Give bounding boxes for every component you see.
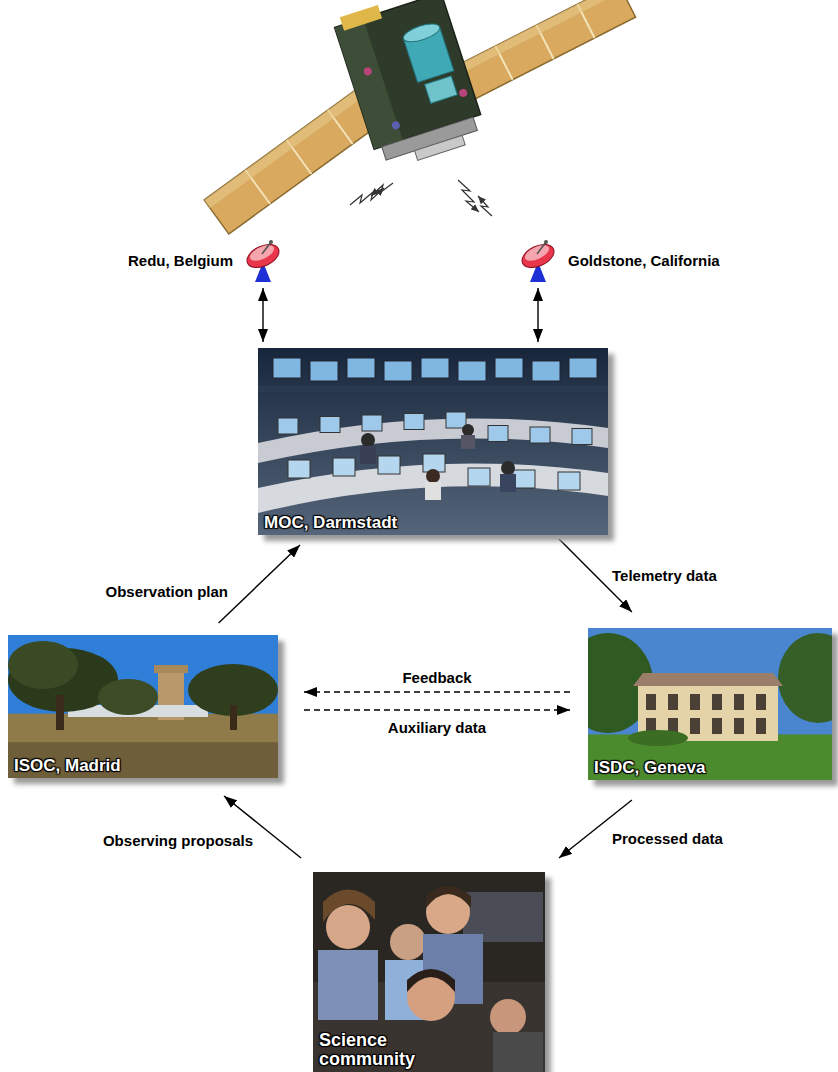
flow-arrow bbox=[219, 545, 300, 623]
antenna-icon bbox=[518, 238, 558, 282]
flow-label: Feedback bbox=[402, 669, 471, 686]
radio-link bbox=[350, 180, 492, 216]
site-photo: MOC, Darmstadt bbox=[258, 348, 608, 535]
photo bbox=[588, 628, 832, 780]
flow-arrow bbox=[224, 796, 301, 858]
flow-arrow bbox=[537, 288, 538, 342]
antenna-icon bbox=[243, 238, 283, 282]
flow-label: Auxiliary data bbox=[388, 719, 486, 736]
site-label: MOC, Darmstadt bbox=[264, 514, 602, 532]
flow-label: Processed data bbox=[612, 830, 723, 847]
flow-arrow bbox=[559, 800, 632, 858]
dashed-arrow bbox=[304, 691, 570, 692]
site-label: ISOC, Madrid bbox=[14, 757, 272, 775]
site-label: Science community bbox=[319, 1031, 431, 1069]
flow-label: Observing proposals bbox=[103, 832, 253, 849]
site-photo: ISOC, Madrid bbox=[8, 635, 278, 778]
dashed-arrow bbox=[304, 709, 570, 710]
solar-panel bbox=[454, 0, 635, 101]
flow-arrow bbox=[262, 288, 263, 342]
ground-station: Redu, Belgium bbox=[128, 238, 283, 282]
photo bbox=[258, 348, 608, 535]
ground-station: Goldstone, California bbox=[518, 238, 720, 282]
satellite-body bbox=[332, 0, 488, 172]
flow-label: Observation plan bbox=[105, 583, 228, 600]
station-label: Redu, Belgium bbox=[128, 252, 233, 269]
site-photo: Science community bbox=[313, 872, 545, 1072]
station-label: Goldstone, California bbox=[568, 252, 720, 269]
site-photo: ISDC, Geneva bbox=[588, 628, 832, 780]
site-label: ISDC, Geneva bbox=[594, 759, 826, 777]
flow-label: Telemetry data bbox=[612, 567, 717, 584]
